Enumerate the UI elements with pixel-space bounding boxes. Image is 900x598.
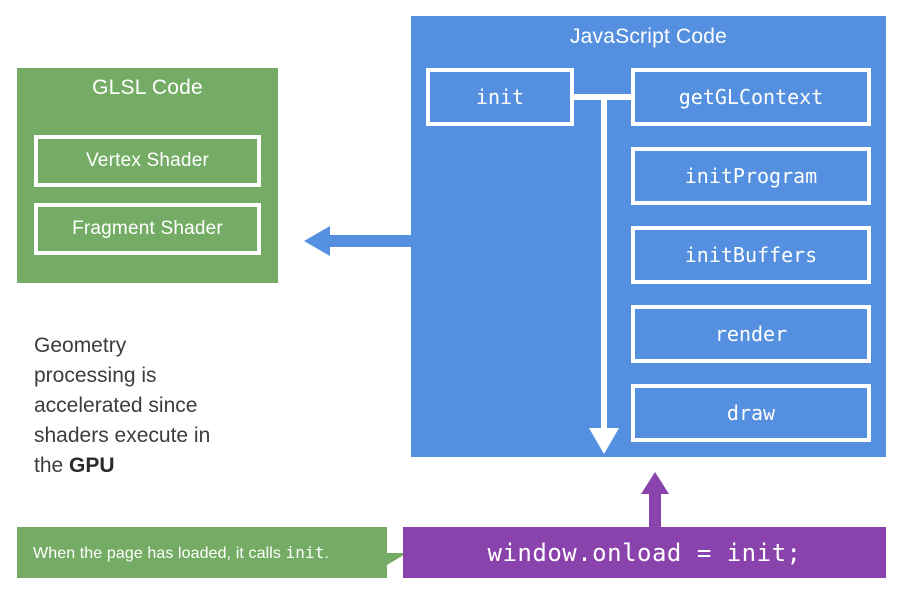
gpu-note-line-1: Geometry — [34, 334, 127, 357]
js-function-getglcontext: getGLContext — [631, 68, 871, 126]
gpu-note-text: Geometry processing is accelerated since… — [34, 331, 264, 481]
js-function-initprogram: initProgram — [631, 147, 871, 205]
javascript-panel-title: JavaScript Code — [569, 25, 728, 48]
onload-callout-code: init — [285, 542, 325, 562]
onload-callout-prefix: When the page has loaded, it calls — [33, 544, 286, 562]
arrow-left-head — [304, 226, 330, 256]
onload-callout-text: When the page has loaded, it calls init. — [17, 543, 329, 563]
gpu-note-line-4: shaders execute in — [34, 424, 211, 447]
js-function-init: init — [426, 68, 574, 126]
arrow-left-shaft — [329, 235, 412, 247]
glsl-code-panel: GLSL Code Vertex Shader Fragment Shader — [17, 68, 278, 283]
window-onload-statement: window.onload = init; — [403, 527, 886, 578]
onload-callout-body: When the page has loaded, it calls init. — [17, 527, 387, 578]
onload-callout-tail — [387, 553, 407, 578]
arrow-down-icon — [589, 428, 619, 454]
arrow-up-head — [641, 472, 669, 494]
arrow-up-shaft — [649, 489, 661, 529]
gpu-note-line-5-prefix: the — [34, 454, 70, 477]
js-function-draw: draw — [631, 384, 871, 442]
javascript-code-panel: JavaScript Code init getGLContext initPr… — [411, 16, 886, 457]
glsl-item-vertex-shader: Vertex Shader — [34, 135, 261, 187]
onload-callout: When the page has loaded, it calls init. — [17, 527, 407, 578]
gpu-note-line-2: processing is — [34, 364, 157, 387]
onload-callout-suffix: . — [324, 544, 330, 562]
js-function-initbuffers: initBuffers — [631, 226, 871, 284]
glsl-panel-title: GLSL Code — [92, 76, 203, 99]
connector-vertical — [601, 94, 607, 432]
gpu-note-emphasis: GPU — [69, 454, 115, 477]
glsl-item-fragment-shader: Fragment Shader — [34, 203, 261, 255]
gpu-note-line-3: accelerated since — [34, 394, 198, 417]
js-function-render: render — [631, 305, 871, 363]
